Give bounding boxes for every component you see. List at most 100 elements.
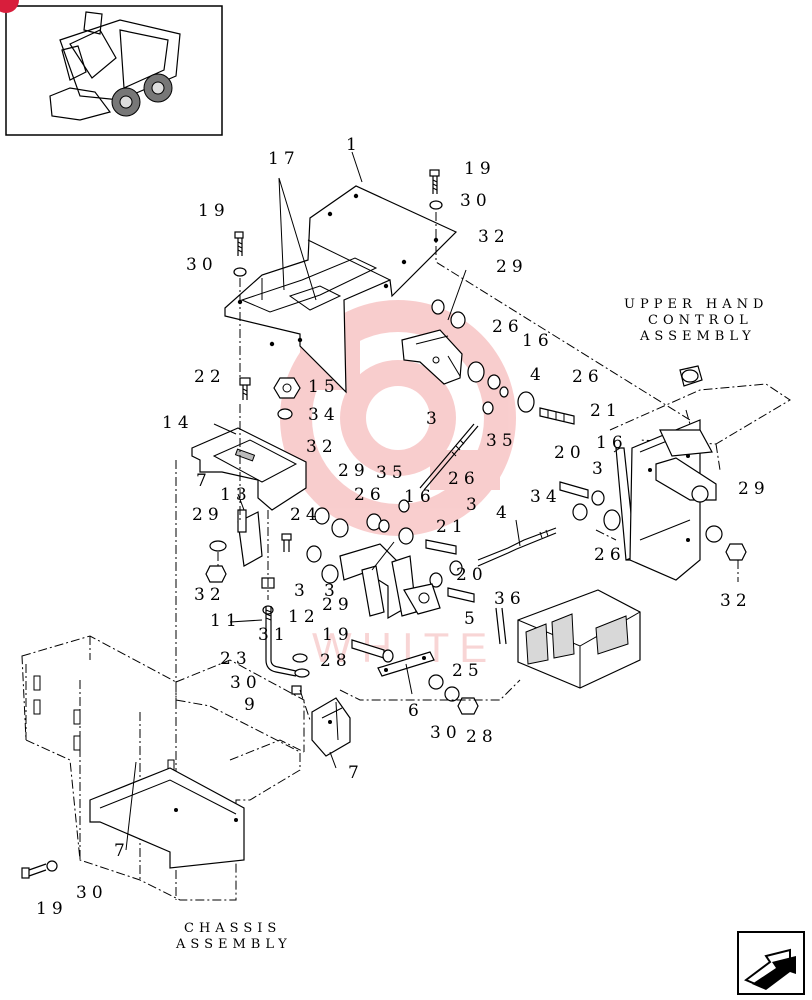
callout-labels: 17 1 19 30 19 30 32 29 26 16 4 26 21 22 … xyxy=(36,135,770,919)
washer-26-d xyxy=(398,527,414,545)
control-valve-block xyxy=(517,589,641,689)
nut-35-mid xyxy=(398,499,410,513)
callout-9-top: 7 xyxy=(196,471,212,491)
callout-13: 13 xyxy=(220,485,252,505)
callout-8: 7 xyxy=(348,763,364,783)
callout-18-b: 16 xyxy=(404,487,436,507)
washer-26-b xyxy=(517,391,535,413)
nut-35-top xyxy=(482,401,494,415)
callout-33: 34 xyxy=(530,487,562,507)
callout-29-left: 29 xyxy=(192,505,224,525)
callout-29-right: 29 xyxy=(738,479,770,499)
callout-18-a: 16 xyxy=(522,331,554,351)
caption-upper-hand-control: UPPER HAND CONTROL ASSEMBLY xyxy=(624,297,768,344)
rod-part-4 xyxy=(477,527,557,567)
callout-30-low: 30 xyxy=(430,723,462,743)
next-page-arrow-icon[interactable] xyxy=(737,931,805,995)
callout-29-top: 29 xyxy=(496,257,528,277)
spacer-18-b xyxy=(378,519,390,533)
callout-3-mid: 3 xyxy=(466,495,482,515)
callout-25: 25 xyxy=(452,661,484,681)
callout-16: 16 xyxy=(596,433,628,453)
callout-19-mid: 19 xyxy=(322,625,354,645)
callout-26-d: 26 xyxy=(448,469,480,489)
caption-chassis-assembly: CHASSIS ASSEMBLY xyxy=(175,921,292,952)
bolt-20-mid xyxy=(447,587,475,603)
nut-32-low xyxy=(306,545,322,563)
bracket-part-8 xyxy=(311,697,351,757)
callout-26-c: 26 xyxy=(354,485,386,505)
washer-29-mid xyxy=(331,518,349,538)
callout-1: 1 xyxy=(346,135,362,155)
bolt-24 xyxy=(281,533,292,552)
callout-34: 34 xyxy=(308,405,340,425)
callout-20-right: 20 xyxy=(554,443,586,463)
washer-30-mid xyxy=(294,668,310,678)
callout-32-top: 32 xyxy=(478,227,510,247)
svg-text:UPPER HAND: UPPER HAND xyxy=(624,297,768,312)
spacer-18-a xyxy=(487,374,501,390)
callout-12: 12 xyxy=(288,607,320,627)
washer-29-right xyxy=(705,525,723,543)
callout-30-mid: 30 xyxy=(230,673,262,693)
upper-hand-control-assembly xyxy=(609,365,791,581)
bolt-19-bottom xyxy=(21,863,47,879)
callout-29-mid: 29 xyxy=(338,461,370,481)
callout-24: 24 xyxy=(290,505,322,525)
lever-assembly-center xyxy=(339,543,441,620)
callout-30-top-left: 30 xyxy=(186,255,218,275)
callout-21-top: 21 xyxy=(590,401,622,421)
washer-25 xyxy=(428,674,444,690)
callout-7: 6 xyxy=(408,701,424,721)
svg-text:ASSEMBLY: ASSEMBLY xyxy=(175,937,292,952)
washer-29-top xyxy=(450,311,466,329)
callout-3-top: 3 xyxy=(426,409,442,429)
callout-20-low: 20 xyxy=(456,565,488,585)
callout-5: 4 xyxy=(530,365,546,385)
callout-14: 14 xyxy=(162,413,194,433)
callout-35-top: 35 xyxy=(486,431,518,451)
washer-30-top-right xyxy=(429,200,443,210)
bolt-22 xyxy=(239,377,251,400)
callout-19-top-right: 19 xyxy=(464,159,496,179)
bracket-part-14 xyxy=(191,427,307,511)
nut-32-top xyxy=(431,299,445,315)
washer-30-low xyxy=(444,686,460,702)
bolt-19-top-right xyxy=(429,169,440,194)
lever-bracket-upper xyxy=(401,329,463,385)
callout-36: 36 xyxy=(494,589,526,609)
callout-21-mid: 21 xyxy=(436,517,468,537)
callout-26-a: 26 xyxy=(492,317,524,337)
skid-steer-thumbnail-icon xyxy=(49,11,181,121)
washer-29-left xyxy=(209,540,227,552)
callout-22: 22 xyxy=(194,367,226,387)
nut-28 xyxy=(457,697,479,715)
callout-32-left: 32 xyxy=(194,585,226,605)
callout-23: 23 xyxy=(220,649,252,669)
bracket-part-13 xyxy=(237,509,263,567)
rod-part-3 xyxy=(419,423,479,491)
callout-32-right: 32 xyxy=(720,591,752,611)
bolt-5 xyxy=(499,386,509,398)
bolt-20-right xyxy=(559,481,589,499)
callout-30-top-right: 30 xyxy=(460,191,492,211)
callout-19-top-left: 19 xyxy=(198,201,230,221)
svg-text:CHASSIS: CHASSIS xyxy=(184,921,281,936)
callout-2-right: 3 xyxy=(592,459,608,479)
washer-26-right xyxy=(603,509,621,531)
knob-15 xyxy=(273,377,301,399)
callout-11: 11 xyxy=(210,611,242,631)
chassis-assembly xyxy=(21,635,305,901)
callout-30-bottom: 30 xyxy=(76,883,108,903)
nut-2 xyxy=(591,490,605,506)
callout-32-mid: 32 xyxy=(306,437,338,457)
cover-plate-part-1 xyxy=(224,185,458,394)
svg-text:ASSEMBLY: ASSEMBLY xyxy=(639,329,756,344)
callout-9-bottom: 7 xyxy=(114,841,130,861)
callout-15: 15 xyxy=(308,377,340,397)
rod-part-11 xyxy=(265,606,297,677)
svg-text:CONTROL: CONTROL xyxy=(648,313,753,328)
washer-26-a xyxy=(467,361,485,383)
bolt-21-top xyxy=(539,407,575,425)
